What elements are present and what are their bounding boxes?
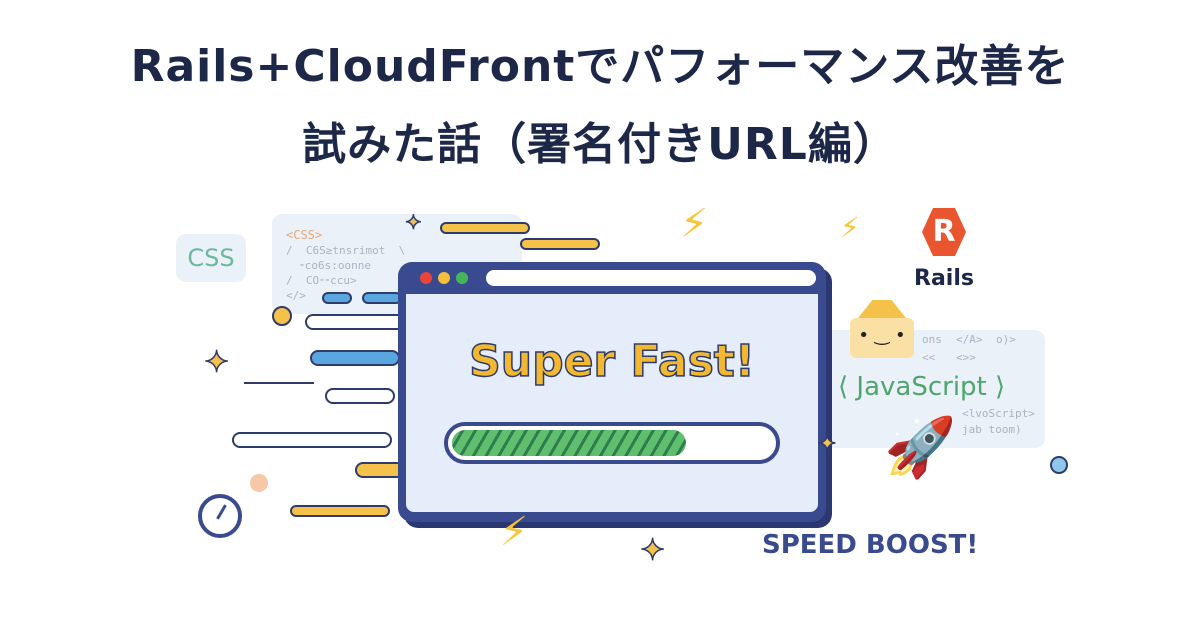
rails-label: Rails <box>914 266 974 291</box>
sparkle-icon: ✦ <box>817 432 837 457</box>
speed-line <box>322 292 352 304</box>
speed-line <box>290 505 390 517</box>
sparkle-icon: ✦ <box>639 533 666 568</box>
minimize-dot-icon <box>438 272 450 284</box>
code-line: ⁃co6s:oonne <box>286 259 371 272</box>
progress-bar <box>444 422 780 464</box>
window-content: Super Fast! <box>406 294 818 512</box>
code-line: <lvoScript> <box>962 407 1035 420</box>
lightning-icon: ⚡ <box>840 211 860 244</box>
address-bar <box>486 270 816 286</box>
dot-decoration <box>272 306 292 326</box>
code-line: << <box>922 351 936 364</box>
css-badge: CSS <box>176 234 246 282</box>
speed-line <box>440 222 530 234</box>
title-line-1: Rails+CloudFrontでパフォーマンス改善を <box>130 41 1070 92</box>
mascot-hat-icon <box>858 300 906 318</box>
super-fast-headline: Super Fast! <box>468 335 755 388</box>
code-line: ons <box>922 333 942 346</box>
code-line: / CO⁃⁃ccu> <box>286 274 357 287</box>
maximize-dot-icon <box>456 272 468 284</box>
speed-line <box>362 292 402 304</box>
speed-line <box>520 238 600 250</box>
sparkle-icon: ✦ <box>203 345 230 380</box>
speed-boost-label: SPEED BOOST! <box>762 530 979 560</box>
code-line: </> <box>286 289 306 302</box>
title-line-2: 試みた話（署名付きURL編） <box>302 119 898 170</box>
speed-line <box>244 382 314 384</box>
dot-decoration <box>250 474 268 492</box>
code-line: o)> <box>996 333 1016 346</box>
lightning-icon: ⚡ <box>680 201 709 247</box>
code-line: / C6S≥tnsrimot \ <box>286 244 406 257</box>
close-dot-icon <box>420 272 432 284</box>
dot-decoration <box>1050 456 1068 474</box>
speed-line <box>310 350 400 366</box>
speed-line <box>232 432 392 448</box>
code-line: </A> <box>956 333 983 346</box>
browser-window: Super Fast! <box>398 262 826 522</box>
rocket-icon: 🚀 <box>884 413 957 481</box>
rails-logo-icon: R <box>922 208 966 256</box>
code-line: jab toom) <box>962 423 1022 436</box>
mascot-icon: • ‿ • <box>850 318 914 358</box>
sparkle-icon: ✦ <box>404 210 422 234</box>
speed-line <box>325 388 395 404</box>
code-line: <>> <box>956 351 976 364</box>
progress-fill <box>452 430 686 456</box>
stopwatch-icon <box>198 494 242 538</box>
lightning-icon: ⚡ <box>500 509 529 555</box>
javascript-label: ⟨ JavaScript ⟩ <box>838 372 1006 402</box>
css-tag: <CSS> <box>286 228 323 242</box>
